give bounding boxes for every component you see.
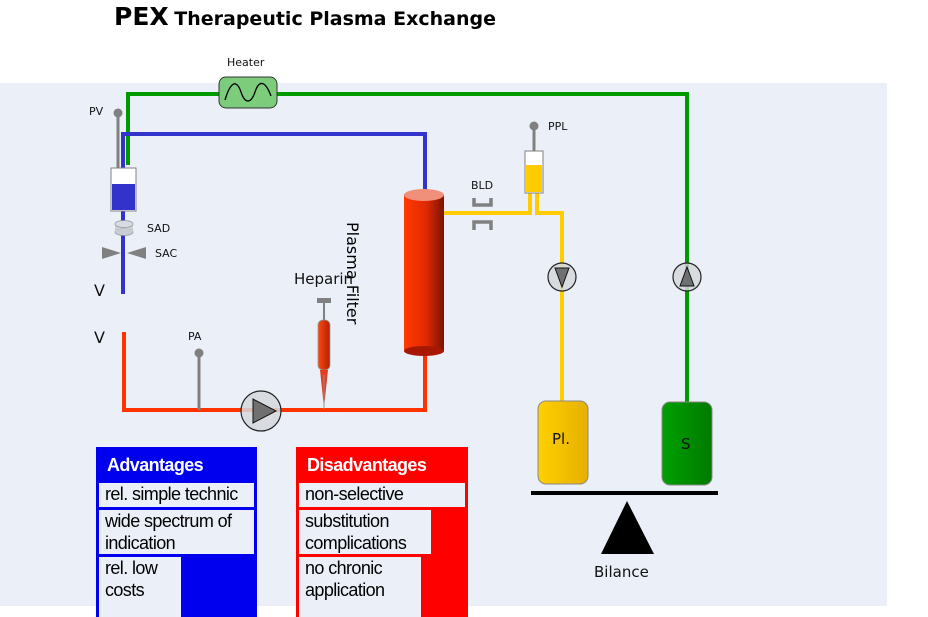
venous-drip-chamber: [110, 167, 137, 212]
title-abbreviation: PEX: [114, 2, 169, 31]
sac-clamp: [102, 247, 146, 259]
disadvantages-item: substitution complications: [299, 507, 431, 554]
ppl-label: PPL: [548, 120, 568, 133]
bilance-label: Bilance: [594, 563, 649, 581]
venous-access-label: V: [94, 281, 105, 300]
pv-label: PV: [89, 105, 104, 118]
advantages-item: wide spectrum of indication: [99, 507, 254, 554]
page-title: PEX Therapeutic Plasma Exchange: [114, 2, 496, 31]
substitution-bag-label: S: [681, 435, 691, 453]
plasma-bag-label: Pl.: [552, 430, 570, 448]
bld-detector: [472, 198, 493, 230]
heparin-syringe-icon[interactable]: [317, 298, 331, 409]
plasma-pump-icon[interactable]: [547, 262, 577, 292]
plasma-bag: [537, 400, 589, 485]
advantages-item: rel. low costs: [99, 554, 181, 617]
sac-label: SAC: [155, 247, 178, 260]
heater-label: Heater: [227, 56, 265, 69]
sad-detector: [114, 220, 134, 236]
advantages-table: Advantages rel. simple technic wide spec…: [96, 447, 257, 617]
plasma-filter-label: Plasma Filter: [343, 222, 362, 325]
pa-sensor: [194, 348, 204, 410]
pv-sensor: [113, 108, 123, 168]
arterial-access-label: V: [94, 328, 105, 347]
disadvantages-header: Disadvantages: [307, 455, 427, 475]
plasma-chamber: [524, 150, 544, 194]
substitution-line: [126, 92, 689, 402]
venous-line: [121, 132, 427, 294]
balance-scale: [531, 491, 718, 554]
plasma-filter-icon: [404, 189, 444, 356]
disadvantages-item: non-selective: [299, 480, 465, 507]
pa-label: PA: [188, 330, 202, 343]
substitution-bag: [661, 401, 713, 486]
advantages-item: rel. simple technic: [99, 480, 254, 507]
disadvantages-table: Disadvantages non-selective substitution…: [296, 447, 468, 617]
title-full: Therapeutic Plasma Exchange: [174, 8, 496, 30]
plasma-line: [444, 192, 564, 402]
heparin-label: Heparin: [294, 270, 354, 288]
sad-label: SAD: [147, 222, 171, 235]
substitution-pump-icon[interactable]: [672, 262, 702, 292]
heater-icon: [218, 76, 278, 109]
disadvantages-item: no chronic application: [299, 554, 421, 617]
bld-label: BLD: [471, 179, 494, 192]
blood-pump-icon[interactable]: [240, 390, 282, 432]
advantages-header: Advantages: [107, 455, 204, 475]
ppl-sensor: [529, 121, 539, 151]
